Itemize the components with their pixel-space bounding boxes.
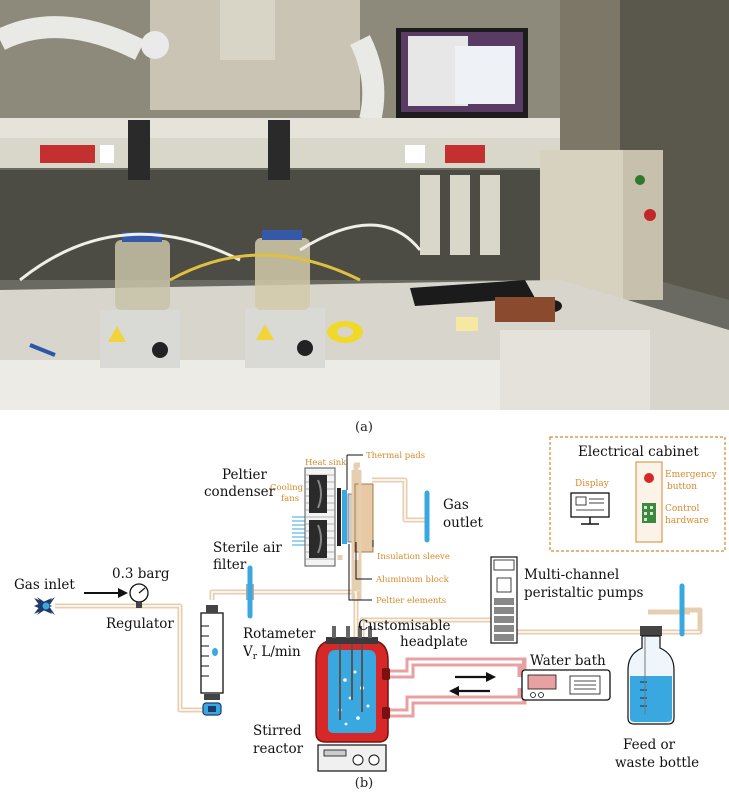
photo-caption: (a) [355,420,373,435]
peltier-label-2: condenser [204,484,276,500]
headplate-label-2: headplate [400,634,468,650]
cooling-fans-label: Cooling [270,483,304,493]
peristaltic-pumps [490,556,518,644]
gas-inlet-label: Gas inlet [14,577,75,593]
rotameter-valve-icon [202,702,222,716]
regulator-label: Regulator [106,616,174,632]
insulation-sleeve-label: Insulation sleeve [377,552,450,562]
control-label-2: hardware [665,516,709,526]
pressure-label: 0.3 barg [112,566,170,582]
gas-inlet-icon [34,597,55,615]
stirred-reactor [315,626,527,772]
lab-setup-photo [0,0,729,410]
pressure-gauge-icon [129,583,149,608]
stirred-label-2: reactor [253,741,304,757]
heat-sink-label: Heat sink [305,458,347,468]
inlet-arrow [84,588,128,598]
display-label: Display [575,479,610,489]
rotameter-flow-label: Vr L/min [242,644,301,662]
aluminium-block-label: Aluminium block [375,575,450,585]
control-label: Control [665,504,699,514]
rotameter [200,605,224,700]
peltier-elements-label: Peltier elements [376,596,446,606]
peltier-label: Peltier [222,467,268,483]
headplate-label: Customisable [358,618,451,634]
sterile-air-label: Sterile air [213,540,282,556]
water-bath-label: Water bath [530,653,606,669]
pumps-label-2: peristaltic pumps [524,585,643,601]
pumps-label: Multi-channel [524,567,619,583]
sterile-air-label-2: filter [213,557,247,573]
emergency-label: Emergency [665,470,718,480]
feed-label-2: waste bottle [615,755,699,771]
sterile-air-filter-icon [246,565,254,619]
feed-waste-bottle [627,583,685,725]
stirred-label: Stirred [253,723,302,739]
electrical-cabinet [549,436,726,552]
rotameter-label: Rotameter [243,626,316,642]
emergency-label-2: button [667,482,697,492]
condenser-leader-lines [346,454,374,601]
cabinet-title: Electrical cabinet [578,444,699,460]
feed-label: Feed or [623,737,676,753]
peltier-condenser [292,467,374,600]
thermal-pads-label: Thermal pads [366,451,425,461]
gas-outlet-label: Gas [443,497,469,513]
water-flow-arrows [449,672,496,696]
cooling-fans-label-2: fans [281,494,299,504]
diagram-caption: (b) [355,776,373,791]
gas-outlet-label-2: outlet [443,515,484,531]
water-bath [521,669,611,701]
